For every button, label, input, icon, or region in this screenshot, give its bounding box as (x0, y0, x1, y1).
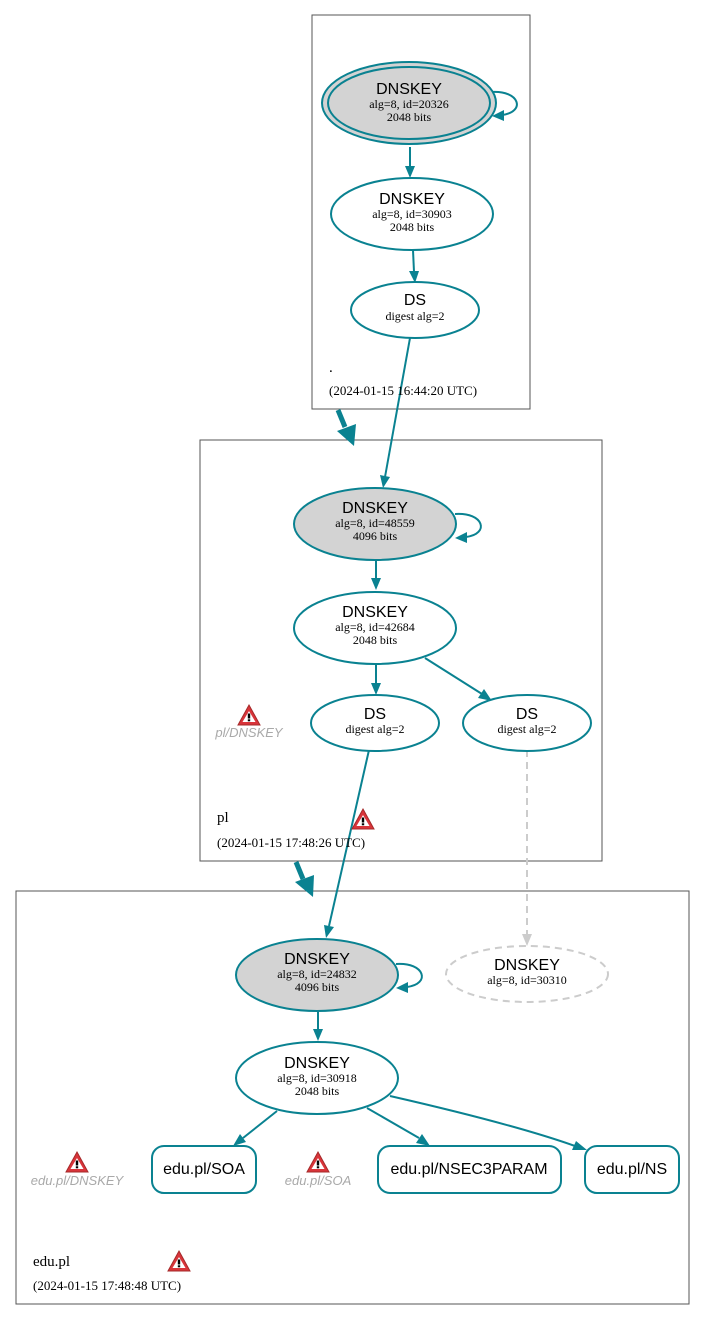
edu-zsk-title: DNSKEY (284, 1055, 350, 1072)
zone-edu-timestamp: (2024-01-15 17:48:48 UTC) (33, 1278, 181, 1293)
edge-root-ksk-self (490, 90, 518, 121)
zone-edu-name: edu.pl (33, 1254, 70, 1270)
pl-zsk-bits: 2048 bits (353, 633, 398, 647)
edge-root-ds-pl-ksk (380, 337, 411, 488)
pl-ksk-id: alg=8, id=48559 (335, 516, 415, 530)
pl-ksk-bits: 4096 bits (353, 529, 398, 543)
warning-triangle-icon (65, 1151, 89, 1173)
root-ds-node[interactable]: DS digest alg=2 (350, 281, 480, 339)
root-zsk-id: alg=8, id=30903 (372, 207, 452, 221)
edu-ksk-title: DNSKEY (284, 951, 350, 968)
pl-ksk-node[interactable]: DNSKEY alg=8, id=48559 4096 bits (293, 487, 457, 561)
zone-root-timestamp: (2024-01-15 16:44:20 UTC) (329, 383, 477, 398)
edu-soa-warning-label: edu.pl/SOA (285, 1173, 352, 1188)
edu-nsec3param-node[interactable]: edu.pl/NSEC3PARAM (377, 1145, 562, 1194)
edu-soa-label: edu.pl/SOA (163, 1161, 245, 1178)
edge-edu-zsk-soa (233, 1110, 278, 1146)
edu-ns-node[interactable]: edu.pl/NS (584, 1145, 680, 1194)
edge-pl-zsk-ds1 (371, 665, 381, 695)
zone-pl-name: pl (217, 810, 229, 826)
edu-zsk-bits: 2048 bits (295, 1084, 340, 1098)
pl-zsk-node[interactable]: DNSKEY alg=8, id=42684 2048 bits (293, 591, 457, 665)
edu-ksk-node[interactable]: DNSKEY alg=8, id=24832 4096 bits (235, 938, 399, 1012)
edge-edu-zsk-nsec3param (366, 1107, 430, 1146)
edu-nsec3param-label: edu.pl/NSEC3PARAM (390, 1161, 547, 1178)
edge-pl-ksk-self (454, 512, 482, 543)
root-ksk-node[interactable]: DNSKEY alg=8, id=20326 2048 bits (321, 61, 497, 145)
edge-pl-ksk-zsk (371, 560, 381, 590)
edu-soa-node[interactable]: edu.pl/SOA (151, 1145, 257, 1194)
edu-ksk-bits: 4096 bits (295, 980, 340, 994)
pl-zsk-id: alg=8, id=42684 (335, 620, 415, 634)
pl-ksk-title: DNSKEY (342, 500, 408, 517)
pl-zsk-title: DNSKEY (342, 604, 408, 621)
edu-dnskey-warning-label: edu.pl/DNSKEY (31, 1173, 125, 1188)
pl-ds2-node[interactable]: DS digest alg=2 (462, 694, 592, 752)
edu-dnskey-warning[interactable]: edu.pl/DNSKEY (31, 1151, 125, 1188)
pl-ds2-digest: digest alg=2 (497, 722, 556, 736)
edu-missing-id: alg=8, id=30310 (487, 973, 567, 987)
edge-edu-ksk-zsk (313, 1012, 323, 1041)
edu-missing-dnskey-node[interactable]: DNSKEY alg=8, id=30310 (445, 945, 609, 1003)
root-ds-title: DS (404, 292, 426, 309)
pl-dnskey-warning[interactable]: pl/DNSKEY (214, 704, 284, 740)
zone-root-name: . (329, 360, 333, 376)
pl-ds1-title: DS (364, 706, 386, 723)
warning-triangle-icon (306, 1151, 330, 1173)
delegation-arrow-pl-edu (293, 861, 314, 897)
edge-pl-zsk-ds2 (424, 657, 492, 701)
root-ksk-bits: 2048 bits (387, 110, 432, 124)
edge-edu-zsk-ns (389, 1095, 587, 1150)
zone-pl (199, 439, 603, 862)
root-zsk-node[interactable]: DNSKEY alg=8, id=30903 2048 bits (330, 177, 494, 251)
delegation-arrow-root-pl (335, 409, 356, 446)
root-zsk-bits: 2048 bits (390, 220, 435, 234)
zone-edu-warning[interactable] (167, 1250, 191, 1272)
root-ksk-id: alg=8, id=20326 (369, 97, 449, 111)
root-zsk-title: DNSKEY (379, 191, 445, 208)
edge-edu-ksk-self (395, 962, 423, 993)
edge-pl-ds1-edu-ksk (324, 749, 370, 938)
edu-ksk-id: alg=8, id=24832 (277, 967, 357, 981)
edge-root-zsk-ds (409, 249, 419, 283)
pl-ds2-title: DS (516, 706, 538, 723)
zone-pl-timestamp: (2024-01-15 17:48:26 UTC) (217, 835, 365, 850)
edu-ns-label: edu.pl/NS (597, 1161, 667, 1178)
edu-soa-warning[interactable]: edu.pl/SOA (285, 1151, 352, 1188)
edu-missing-title: DNSKEY (494, 957, 560, 974)
pl-ds1-node[interactable]: DS digest alg=2 (310, 694, 440, 752)
zone-root (311, 14, 531, 410)
warning-triangle-icon (237, 704, 261, 726)
edge-pl-ds2-edu-missing (522, 750, 532, 946)
root-ds-digest: digest alg=2 (385, 309, 444, 323)
edu-zsk-node[interactable]: DNSKEY alg=8, id=30918 2048 bits (235, 1041, 399, 1115)
warning-triangle-icon (167, 1250, 191, 1272)
root-ksk-title: DNSKEY (376, 81, 442, 98)
edu-zsk-id: alg=8, id=30918 (277, 1071, 357, 1085)
edge-root-ksk-zsk (405, 147, 415, 178)
pl-dnskey-warning-label: pl/DNSKEY (214, 725, 284, 740)
pl-ds1-digest: digest alg=2 (345, 722, 404, 736)
zone-edu-pl (15, 890, 690, 1305)
